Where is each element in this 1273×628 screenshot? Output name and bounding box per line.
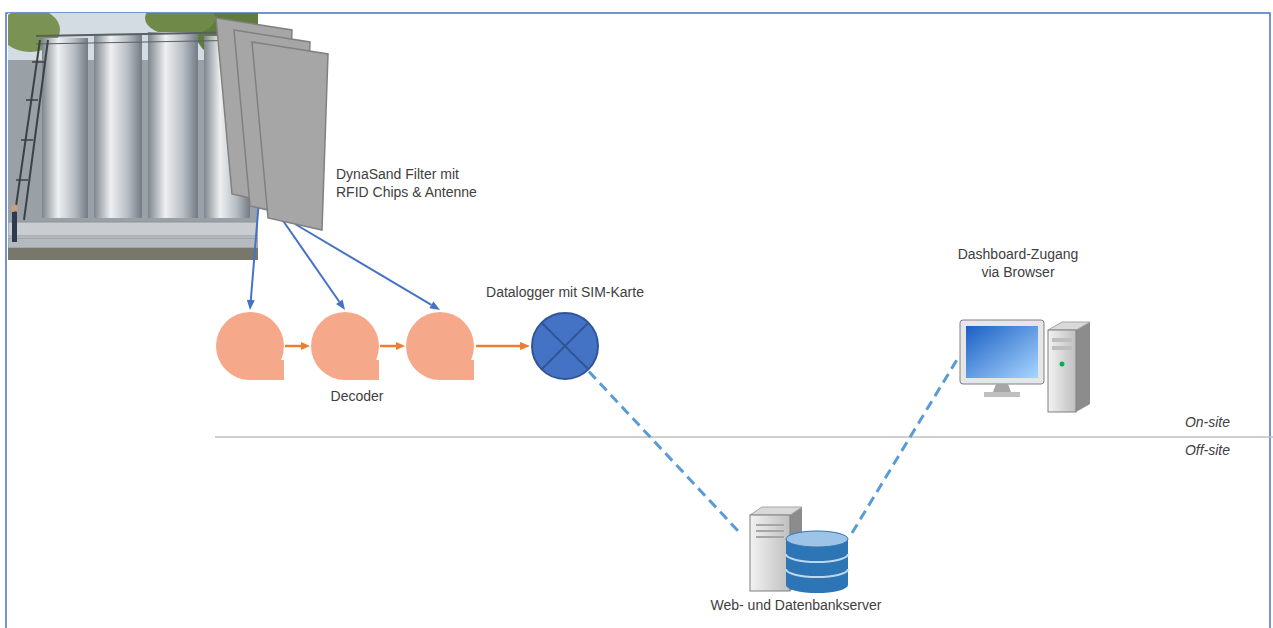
arrow-head bbox=[247, 300, 255, 310]
tank bbox=[148, 32, 198, 218]
connector bbox=[852, 358, 958, 533]
node-outline bbox=[740, 503, 852, 593]
connector-line bbox=[251, 200, 259, 300]
pipe bbox=[8, 222, 258, 236]
zone-label: Off-site bbox=[1150, 442, 1230, 460]
arrow-head bbox=[520, 342, 530, 350]
database-band bbox=[786, 569, 848, 577]
computer-icon: Dashboard-Zugang via Browser bbox=[958, 318, 1094, 413]
datalogger-cross bbox=[542, 323, 588, 369]
monitor-stand bbox=[984, 392, 1020, 397]
connector-line bbox=[295, 224, 431, 305]
monitor-stand bbox=[993, 384, 1011, 392]
filter-stack: DynaSand Filter mit RFID Chips & Antenne bbox=[214, 16, 338, 230]
chain-arrow bbox=[380, 345, 396, 348]
node-outline bbox=[530, 311, 600, 381]
arrow-head bbox=[301, 342, 310, 350]
connector bbox=[589, 372, 740, 533]
pc-tower bbox=[1076, 322, 1090, 412]
connector-line bbox=[852, 358, 958, 533]
node-outline bbox=[214, 16, 338, 230]
decoder-symbol bbox=[216, 312, 284, 380]
server-icon: Web- und Datenbankserver bbox=[740, 503, 852, 593]
decoder-symbol bbox=[345, 360, 379, 380]
stairs bbox=[21, 139, 33, 141]
ground bbox=[8, 248, 258, 260]
person bbox=[11, 205, 18, 212]
pipe bbox=[8, 238, 258, 248]
tank bbox=[42, 38, 88, 218]
node-label: Decoder bbox=[322, 388, 392, 406]
datalogger-symbol bbox=[532, 313, 598, 379]
drive-slot bbox=[1052, 338, 1072, 342]
frame bbox=[6, 13, 1270, 628]
monitor bbox=[960, 320, 1044, 384]
connector-line bbox=[476, 345, 520, 348]
arrow-head bbox=[429, 301, 440, 310]
pc-tower bbox=[1048, 330, 1076, 412]
stairs bbox=[32, 61, 44, 63]
decoder-symbol bbox=[406, 312, 474, 380]
person bbox=[12, 212, 17, 242]
server-slot bbox=[756, 524, 784, 526]
power-led bbox=[1060, 362, 1065, 367]
drive-slot bbox=[1052, 346, 1072, 350]
node-label: Web- und Datenbankserver bbox=[696, 597, 896, 615]
database-band bbox=[786, 554, 848, 562]
server-slot bbox=[756, 536, 784, 538]
server-tower bbox=[750, 515, 790, 591]
datalogger-cross bbox=[542, 323, 588, 369]
database-icon bbox=[786, 531, 848, 547]
filter-unit bbox=[252, 42, 328, 230]
tank bbox=[94, 34, 142, 218]
decoder-symbol bbox=[440, 360, 474, 380]
connector-line bbox=[589, 372, 740, 533]
chain-arrow bbox=[285, 345, 301, 348]
node-label: DynaSand Filter mit RFID Chips & Antenne bbox=[336, 166, 488, 201]
decoder-symbol bbox=[250, 360, 284, 380]
decoder-group: Decoder bbox=[214, 310, 476, 382]
server-slot bbox=[756, 530, 784, 532]
stairs bbox=[24, 40, 48, 220]
zone-label: On-site bbox=[1150, 414, 1230, 432]
node-outline bbox=[214, 310, 476, 382]
pc-tower bbox=[1048, 322, 1090, 330]
decoder-symbol bbox=[311, 312, 379, 380]
node-label: Datalogger mit SIM-Karte bbox=[470, 284, 660, 302]
server-tower bbox=[750, 507, 802, 515]
datalogger-circle: Datalogger mit SIM-Karte bbox=[530, 311, 600, 381]
node-label: Dashboard-Zugang via Browser bbox=[952, 246, 1084, 281]
connector bbox=[476, 342, 530, 350]
stairs bbox=[26, 99, 38, 101]
arrow-head bbox=[396, 342, 405, 350]
node-outline bbox=[958, 318, 1094, 413]
site-boundary bbox=[215, 436, 1273, 438]
monitor-screen bbox=[966, 326, 1038, 378]
stairs bbox=[16, 179, 28, 181]
arrow-head bbox=[336, 300, 345, 310]
